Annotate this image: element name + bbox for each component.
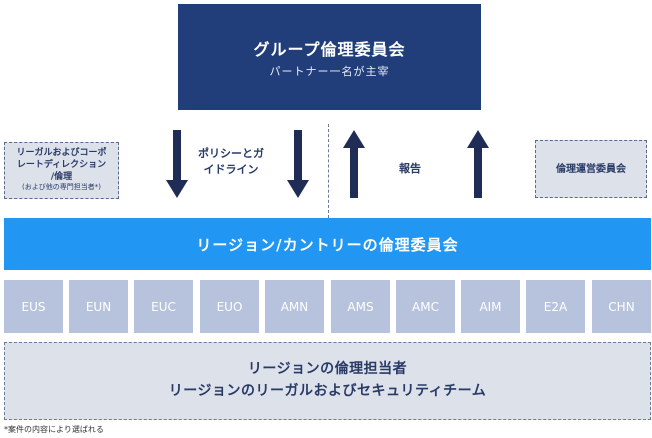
regional-ethics-committee-bar: リージョン/カントリーの倫理委員会 [4, 218, 651, 270]
section-divider [328, 124, 329, 218]
footnote: *案件の内容により選ばれる [4, 425, 104, 434]
region-chip-chn: CHN [592, 280, 651, 333]
up-arrow-right-icon [467, 130, 489, 198]
region-chip-amn: AMN [265, 280, 324, 333]
regional-officers-box: リージョンの倫理担当者 リージョンのリーガルおよびセキュリティチーム [4, 342, 651, 420]
region-chip-amc: AMC [396, 280, 455, 333]
regional-officers-line2: リージョンのリーガルおよびセキュリティチーム [168, 383, 487, 399]
region-chip-ams: AMS [331, 280, 390, 333]
region-chip-euo: EUO [200, 280, 259, 333]
region-chip-eun: EUN [69, 280, 128, 333]
region-chip-aim: AIM [461, 280, 520, 333]
policy-label-line1: ポリシーとガ [198, 147, 264, 160]
region-chip-e2a: E2A [526, 280, 585, 333]
group-ethics-committee-subtitle: パートナー一名が主宰 [269, 64, 390, 78]
regional-ethics-committee-label: リージョン/カントリーの倫理委員会 [196, 235, 459, 254]
report-label: 報告 [399, 162, 421, 175]
policy-label-line2: イドライン [203, 162, 259, 176]
legal-corporate-direction-box: リーガルおよびコーポ レートディレクション /倫理 (および他の専門担当者*) [4, 142, 119, 199]
region-chip-euc: EUC [134, 280, 193, 333]
group-ethics-committee-box: グループ倫理委員会 パートナー一名が主宰 [178, 4, 481, 110]
left-box-line3: /倫理 [50, 171, 73, 182]
left-box-line1: リーガルおよびコーポ [16, 148, 107, 159]
ethics-steering-committee-label: 倫理運営委員会 [556, 163, 626, 175]
policy-guidelines-label: ポリシーとガ イドライン [196, 146, 266, 178]
left-box-note: (および他の専門担当者*) [22, 183, 101, 192]
regional-officers-line1: リージョンの倫理担当者 [247, 361, 408, 378]
up-arrow-left-icon [343, 130, 365, 198]
region-chip-eus: EUS [4, 280, 63, 333]
down-arrow-right-icon [287, 130, 309, 198]
group-ethics-committee-title: グループ倫理委員会 [253, 39, 406, 59]
left-box-line2: レートディレクション [16, 160, 107, 171]
down-arrow-left-icon [166, 130, 188, 198]
ethics-steering-committee-box: 倫理運営委員会 [535, 140, 647, 198]
